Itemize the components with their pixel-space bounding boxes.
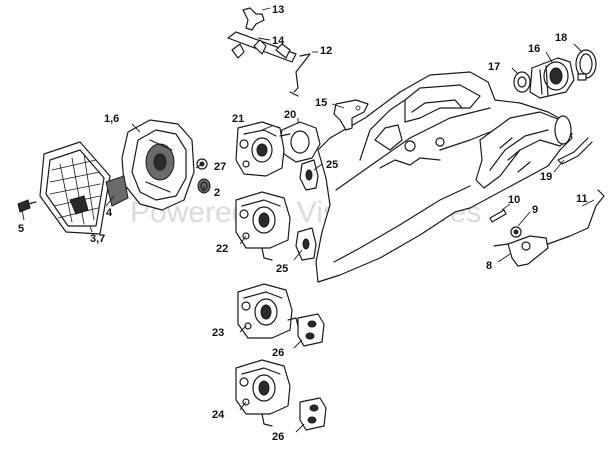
callout-14: 14 (272, 35, 285, 47)
part-24-carburetor (235, 359, 291, 427)
callout-4: 4 (106, 207, 113, 219)
part-16-boot (529, 57, 575, 99)
callout-11: 11 (576, 193, 588, 205)
leader-lines (21, 43, 595, 433)
callout-26b: 26 (272, 431, 284, 443)
part-23-carburetor (237, 283, 299, 339)
crankcase-housing (315, 71, 573, 283)
callout-10: 10 (508, 194, 520, 206)
part-26-gasket-a (297, 313, 325, 347)
callout-25b: 25 (276, 263, 288, 275)
callout-20: 20 (284, 109, 296, 121)
part-5-screw (17, 199, 37, 213)
callout-9: 9 (532, 204, 538, 216)
part-25-gasket-a (299, 159, 319, 191)
part-20-gasket (279, 121, 321, 163)
callout-26a: 26 (272, 347, 284, 359)
part-19-tube (557, 137, 593, 165)
part-17-ring (513, 71, 531, 93)
callout-19: 19 (540, 171, 552, 183)
part-25-gasket-b (295, 227, 317, 261)
callout-16: 16 (528, 43, 540, 55)
part-10-pin (489, 209, 507, 223)
part-16-filter-housing (121, 119, 195, 211)
callout-8: 8 (486, 260, 492, 272)
callout-12: 12 (320, 45, 332, 57)
callout-21: 21 (232, 113, 244, 125)
callout-3-7: 3,7 (90, 233, 105, 245)
part-13-bracket (242, 7, 271, 31)
part-22-carburetor (235, 191, 291, 261)
callout-5: 5 (18, 223, 24, 235)
callout-23: 23 (212, 327, 224, 339)
part-21-carburetor (235, 121, 291, 177)
part-37-filter-cover (39, 141, 111, 235)
callout-18: 18 (555, 32, 567, 44)
callout-25a: 25 (326, 159, 338, 171)
part-8-trigger (493, 235, 549, 267)
part-12-rod (289, 51, 318, 97)
callout-24: 24 (212, 409, 225, 421)
part-18-clamp (575, 49, 597, 81)
callout-13: 13 (272, 4, 284, 16)
callout-15: 15 (315, 97, 327, 109)
part-14-shaft (227, 31, 297, 63)
callout-22: 22 (216, 243, 228, 255)
callout-1-6: 1,6 (104, 113, 119, 125)
part-9-washer (510, 226, 522, 238)
callout-27: 27 (214, 161, 226, 173)
callout-2: 2 (214, 187, 220, 199)
part-11-rod (547, 189, 605, 245)
part-26-gasket-b (299, 397, 327, 431)
callout-17: 17 (488, 61, 500, 73)
